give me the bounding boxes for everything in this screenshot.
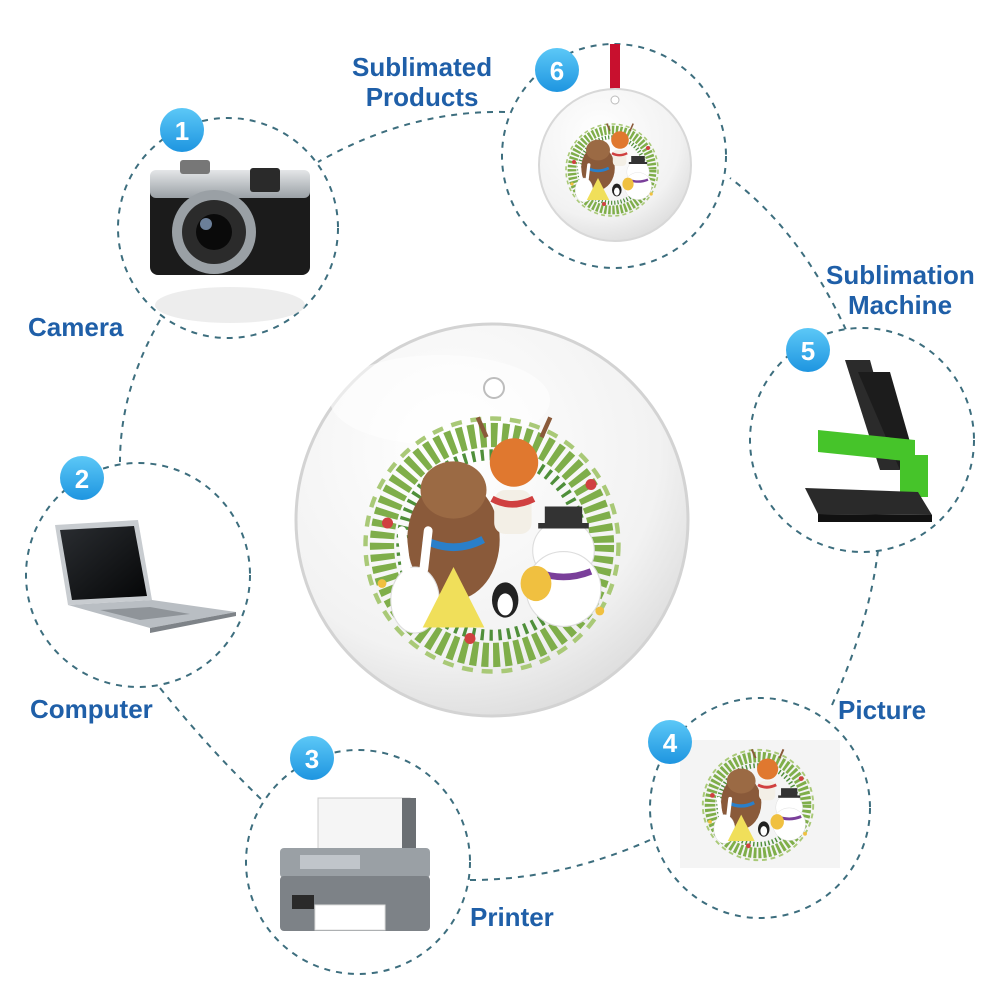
step-1-number: 1 bbox=[175, 116, 189, 146]
camera-icon bbox=[150, 160, 310, 323]
step-6-badge bbox=[535, 48, 579, 92]
step-5-label-line-2: Machine bbox=[848, 290, 953, 320]
step-4-picture: 4 bbox=[648, 697, 871, 919]
step-2-label: Computer bbox=[30, 694, 153, 724]
step-3-printer: 3 bbox=[245, 736, 471, 975]
red-ribbon bbox=[610, 44, 620, 106]
step-3-number: 3 bbox=[305, 744, 319, 774]
step-6-label: Sublimated Products bbox=[352, 52, 492, 112]
ornament-icon bbox=[538, 44, 692, 242]
step-2-computer: 2 bbox=[25, 456, 251, 688]
connector-6-1 bbox=[317, 110, 506, 163]
connector-4-5 bbox=[831, 549, 879, 706]
step-5-label: Sublimation Machine bbox=[826, 260, 975, 320]
connector-3-4 bbox=[469, 839, 651, 881]
ornament-hole bbox=[483, 377, 505, 399]
step-3-label: Printer bbox=[470, 902, 554, 932]
step-4-badge bbox=[648, 720, 692, 764]
step-1-badge bbox=[160, 108, 204, 152]
step-5-number: 5 bbox=[801, 336, 815, 366]
step-6-sublimated-products: 6 bbox=[501, 43, 727, 269]
connector-2-3 bbox=[159, 687, 263, 801]
christmas-wreath-artwork bbox=[366, 417, 619, 671]
connector-5-6 bbox=[729, 177, 847, 331]
step-5-label-line-1: Sublimation bbox=[826, 260, 975, 290]
center-ornament bbox=[294, 322, 690, 718]
step-6-label-line-1: Sublimated bbox=[352, 52, 493, 82]
connector-arcs bbox=[119, 110, 879, 881]
step-2-number: 2 bbox=[75, 464, 89, 494]
connector-1-2 bbox=[119, 319, 161, 463]
step-2-badge bbox=[60, 456, 104, 500]
printer-icon bbox=[280, 797, 430, 931]
step-3-badge bbox=[290, 736, 334, 780]
picture-icon bbox=[680, 740, 840, 868]
heat-press-icon bbox=[805, 360, 932, 522]
step-1-camera: 1 bbox=[117, 108, 339, 339]
step-6-number: 6 bbox=[550, 56, 564, 86]
step-5-badge bbox=[786, 328, 830, 372]
step-4-number: 4 bbox=[663, 728, 678, 758]
step-5-sublimation-machine: 5 bbox=[749, 327, 975, 553]
step-1-label: Camera bbox=[28, 312, 124, 342]
laptop-icon bbox=[55, 520, 236, 633]
step-6-label-line-2: Products bbox=[365, 82, 479, 112]
step-4-label: Picture bbox=[838, 695, 927, 725]
